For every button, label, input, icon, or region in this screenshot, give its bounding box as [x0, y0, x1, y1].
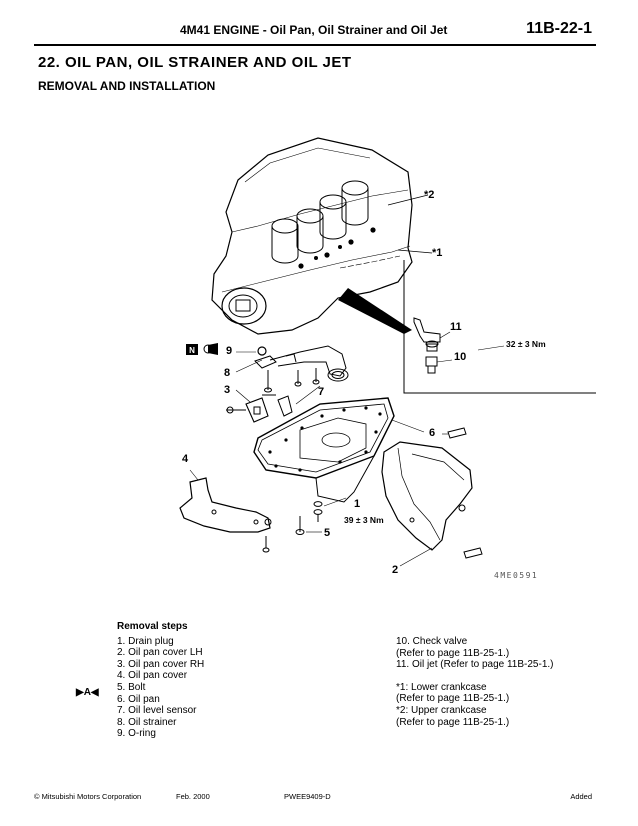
- list-item: (Refer to page 11B-25-1.): [396, 647, 510, 659]
- n-symbol-box: [186, 344, 198, 355]
- service-point-marker: ▶A◀: [76, 687, 99, 698]
- list-item: 3. Oil pan cover RH: [117, 658, 205, 670]
- drain-plug-drawing: [295, 497, 347, 535]
- callout-drain-plug: 1: [354, 498, 360, 510]
- list-item: 5. Bolt: [117, 681, 146, 693]
- footer-doc-number: PWEE9409-D: [284, 792, 331, 801]
- oil-pan-cover-lh-drawing: [381, 441, 483, 567]
- list-item: *2: Upper crankcase: [396, 704, 487, 716]
- notes-spacer: [396, 671, 554, 682]
- callout-upper-crankcase: *2: [424, 189, 434, 201]
- torque-oil-jet: 32 ± 3 Nm: [506, 339, 546, 349]
- oil-level-sensor-drawing: [226, 394, 293, 423]
- callout-oil-level-sensor: 7: [318, 386, 324, 398]
- grease-symbol-icon: [208, 343, 218, 355]
- page-header: 4M41 ENGINE - Oil Pan, Oil Strainer and …: [34, 20, 594, 44]
- list-item: 1. Drain plug: [117, 635, 174, 647]
- list-item: 11. Oil jet (Refer to page 11B-25-1.): [396, 659, 554, 671]
- page-number: 11B-22-1: [526, 20, 592, 37]
- list-item: 9. O-ring: [117, 728, 156, 740]
- footer-copyright: © Mitsubishi Motors Corporation: [34, 792, 142, 801]
- n-symbol-text: N: [189, 346, 195, 355]
- removal-steps: Removal steps 1. Drain plug 2. Oil pan c…: [117, 621, 204, 740]
- notes-list: 10. Check valve (Refer to page 11B-25-1.…: [396, 636, 554, 728]
- callout-oil-pan: 6: [429, 427, 435, 439]
- header-rule: [34, 44, 596, 46]
- oil-strainer-drawing: [254, 345, 349, 393]
- engine-block-drawing: [211, 137, 413, 335]
- callout-oil-pan-cover-rh: 3: [224, 384, 230, 396]
- list-item: 10. Check valve: [396, 636, 468, 647]
- removal-steps-heading: Removal steps: [117, 621, 188, 632]
- callout-oil-strainer: 8: [224, 367, 230, 379]
- oil-jet-drawing: [413, 317, 505, 374]
- callout-oil-jet: 11: [450, 321, 462, 333]
- list-item: (Refer to page 11B-25-1.): [396, 716, 510, 728]
- callout-oil-pan-cover: 4: [182, 453, 189, 465]
- oil-pan-drawing: [253, 397, 467, 503]
- list-item: 6. Oil pan: [117, 693, 160, 705]
- callout-lower-crankcase: *1: [432, 247, 442, 259]
- callout-check-valve: 10: [454, 351, 466, 363]
- callout-oil-pan-cover-lh: 2: [392, 564, 398, 576]
- footer-status: Added: [570, 792, 592, 801]
- torque-drain-plug: 39 ± 3 Nm: [344, 515, 384, 525]
- list-item: 2. Oil pan cover LH: [117, 647, 203, 659]
- oil-pan-cover-drawing: [179, 469, 272, 553]
- section-title: 22. OIL PAN, OIL STRAINER AND OIL JET: [38, 54, 352, 71]
- list-item: 8. Oil strainer: [117, 716, 177, 728]
- list-item: (Refer to page 11B-25-1.): [396, 693, 510, 705]
- list-item: *1: Lower crankcase: [396, 681, 487, 693]
- header-title: 4M41 ENGINE - Oil Pan, Oil Strainer and …: [180, 23, 448, 37]
- list-item: 7. Oil level sensor: [117, 705, 197, 717]
- figure-code: 4ME0591: [494, 571, 538, 580]
- section-subtitle: REMOVAL AND INSTALLATION: [38, 79, 216, 93]
- exploded-diagram: N *2 *1 11 10 9 8 3 7 6 4 1 5 2 32 ± 3 N…: [179, 137, 596, 580]
- footer-date: Feb. 2000: [176, 792, 210, 801]
- callout-bolt: 5: [324, 527, 330, 539]
- callout-o-ring: 9: [226, 345, 232, 357]
- list-item: 4. Oil pan cover: [117, 670, 188, 682]
